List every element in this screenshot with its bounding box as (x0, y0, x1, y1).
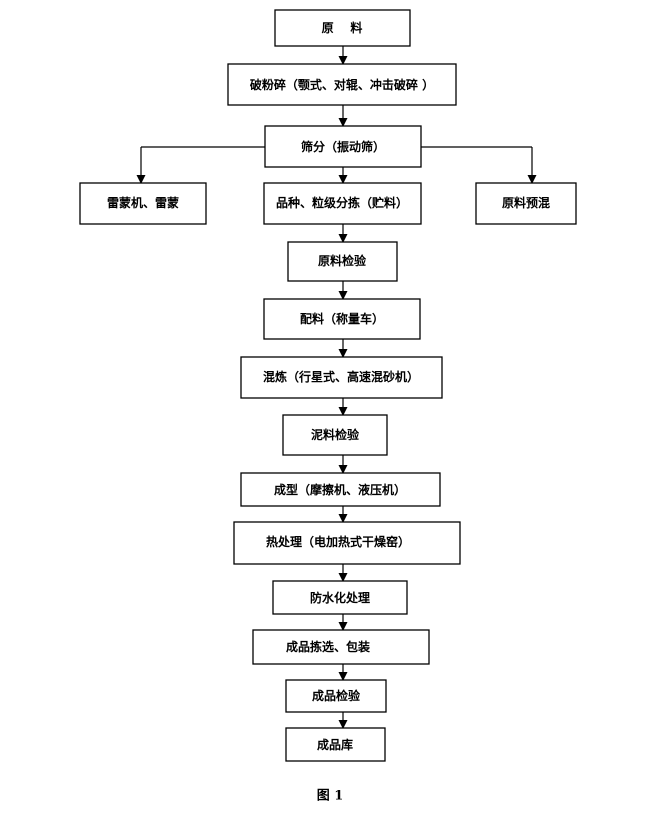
node-clay-inspection: 泥料检验 (282, 414, 388, 456)
node-screening-label: 筛分（振动筛） (301, 139, 385, 154)
node-clay-inspection-label: 泥料检验 (311, 427, 360, 442)
node-forming-label: 成型（摩擦机、液压机） (274, 482, 406, 497)
node-raw-premix: 原料预混 (475, 182, 577, 225)
node-product-inspection-label: 成品检验 (312, 688, 361, 703)
node-warehouse-label: 成品库 (317, 737, 353, 752)
node-raw-inspection-label: 原料检验 (318, 253, 367, 268)
node-waterproof: 防水化处理 (272, 580, 408, 615)
node-sorting-packing-label: 成品拣选、包装 (286, 639, 370, 654)
figure-caption: 图 1 (317, 789, 344, 804)
node-product-inspection: 成品检验 (285, 679, 387, 713)
node-crushing: 破粉碎（颚式、对辊、冲击破碎 ） (227, 63, 457, 106)
node-grinder-label: 雷蒙机、雷蒙 (107, 195, 179, 210)
node-raw-material: 原 料 (274, 9, 411, 47)
node-raw-premix-label: 原料预混 (502, 195, 550, 210)
node-forming: 成型（摩擦机、液压机） (240, 472, 441, 507)
flow-edges (136, 46, 537, 729)
node-raw-inspection: 原料检验 (287, 241, 398, 282)
node-batching: 配料（称量车） (263, 298, 421, 340)
node-heat-treatment-label: 热处理（电加热式干燥窑） (266, 534, 410, 549)
node-warehouse: 成品库 (285, 727, 386, 762)
node-heat-treatment: 热处理（电加热式干燥窑） (233, 521, 461, 565)
node-screening: 筛分（振动筛） (264, 125, 422, 168)
node-mixing-label: 混炼（行星式、高速混砂机） (263, 369, 419, 384)
node-mixing: 混炼（行星式、高速混砂机） (240, 356, 443, 399)
node-crushing-label: 破粉碎（颚式、对辊、冲击破碎 ） (250, 77, 434, 92)
node-grinder: 雷蒙机、雷蒙 (79, 182, 207, 225)
node-raw-material-label: 原 料 (322, 20, 363, 35)
node-waterproof-label: 防水化处理 (310, 590, 370, 605)
node-batching-label: 配料（称量车） (300, 311, 384, 326)
node-classification: 品种、粒级分拣（贮料） (263, 182, 422, 225)
node-classification-label: 品种、粒级分拣（贮料） (276, 195, 408, 210)
node-sorting-packing: 成品拣选、包装 (252, 629, 430, 665)
